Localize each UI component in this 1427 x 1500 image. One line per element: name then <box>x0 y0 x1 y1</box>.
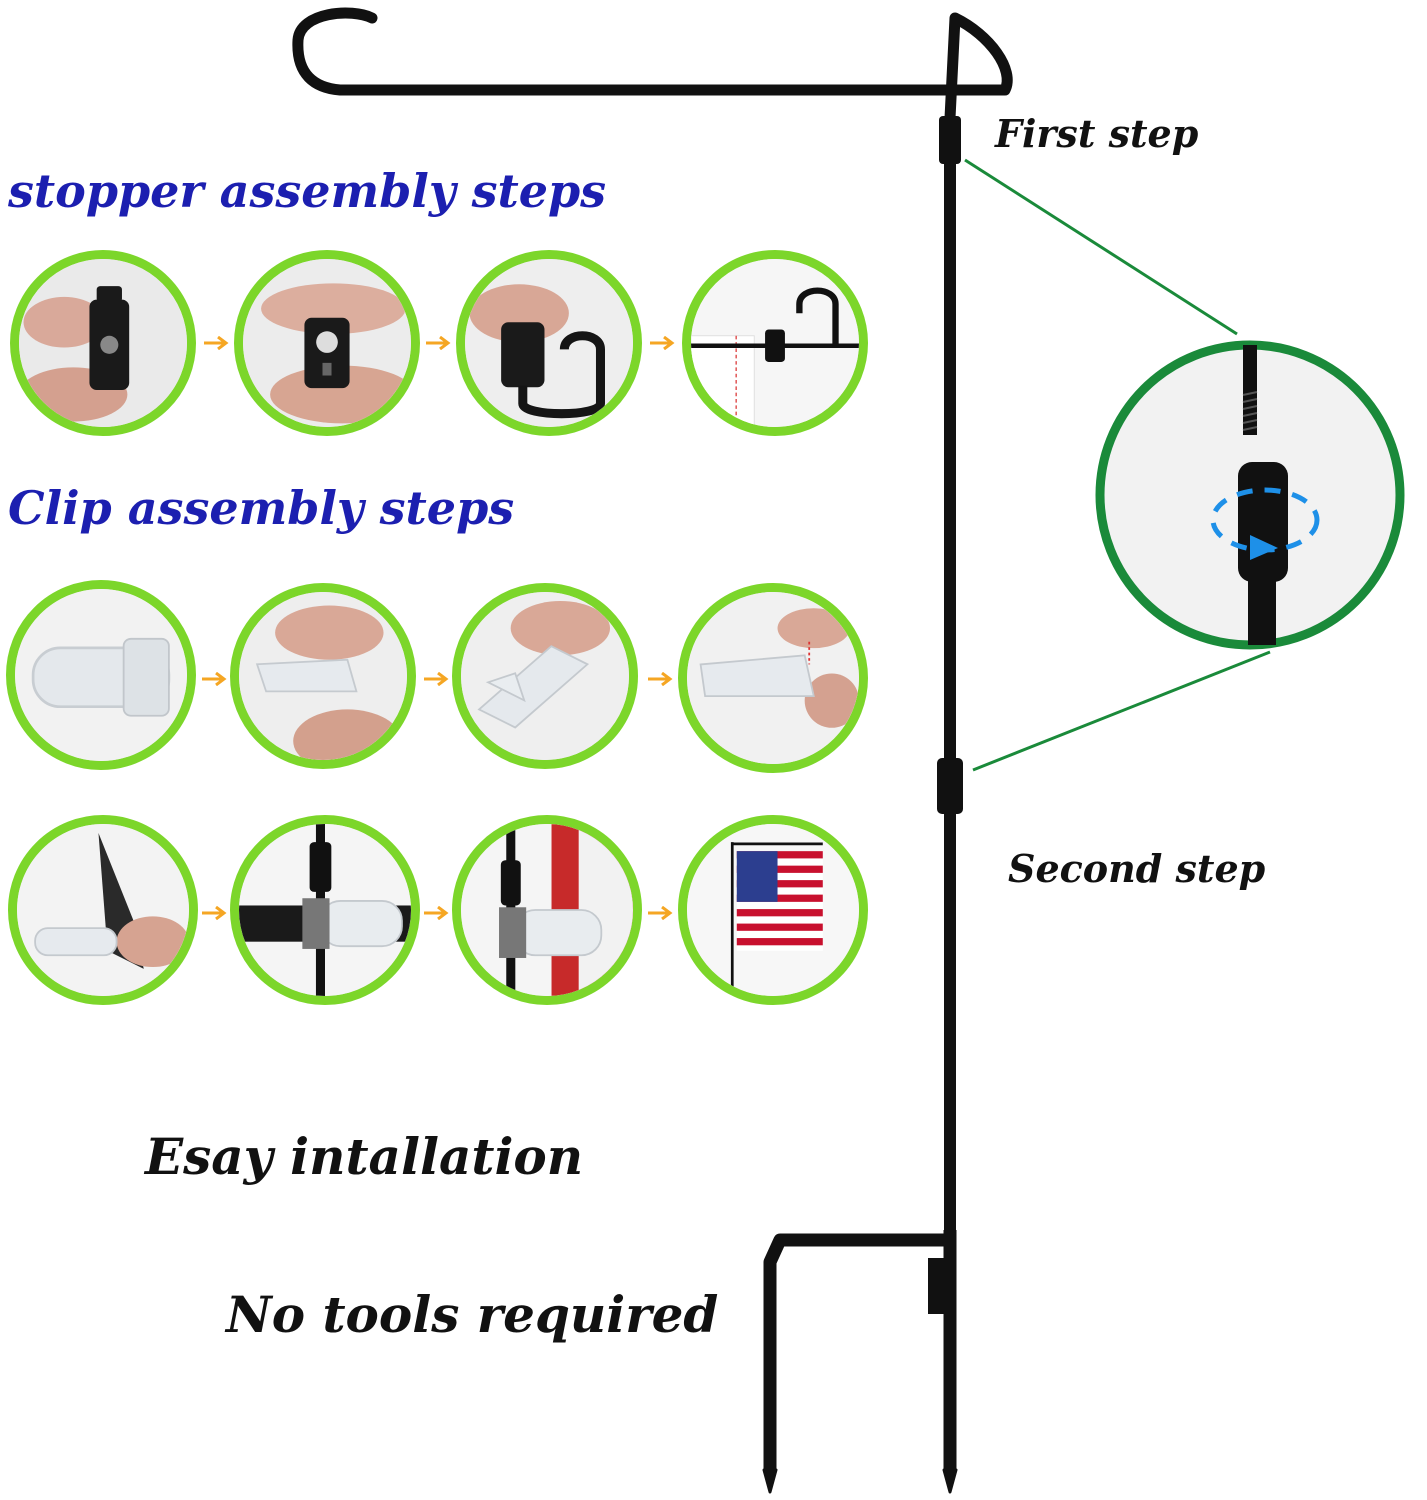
connector-detail-magnifier <box>1095 340 1405 650</box>
chevron-right-icon <box>202 906 227 920</box>
stopper-step-2-photo <box>234 250 420 436</box>
pole-stake-base <box>762 1230 958 1494</box>
clip-step-3-photo <box>452 583 638 769</box>
chevron-right-icon <box>202 672 227 686</box>
american-flag-icon <box>736 851 823 951</box>
middle-connector <box>937 758 963 814</box>
callout-lines <box>964 158 1271 772</box>
no-tools-text: No tools required <box>226 1285 719 1344</box>
clip-step-6-photo <box>230 815 420 1005</box>
clip-steps-heading: Clip assembly steps <box>8 481 515 535</box>
easy-installation-text: Esay intallation <box>145 1127 584 1186</box>
lower-pole-section <box>944 812 956 1232</box>
chevron-right-icon <box>204 336 229 350</box>
upper-pole-section <box>944 160 956 760</box>
stopper-step-4-photo <box>682 250 868 436</box>
chevron-right-icon <box>424 672 449 686</box>
second-step-label: Second step <box>1008 846 1266 891</box>
first-step-label: First step <box>995 111 1199 156</box>
stopper-step-3-photo <box>456 250 642 436</box>
clip-step-8-photo <box>678 815 868 1005</box>
clip-step-4-photo <box>678 583 868 773</box>
top-connector <box>939 116 961 164</box>
clip-step-1-photo <box>6 580 196 770</box>
chevron-right-icon <box>648 672 673 686</box>
clip-step-2-photo <box>230 583 416 769</box>
stopper-steps-heading: stopper assembly steps <box>8 164 607 218</box>
chevron-right-icon <box>424 906 449 920</box>
chevron-right-icon <box>650 336 675 350</box>
pole-top-arm <box>292 7 1013 124</box>
stopper-step-1-photo <box>10 250 196 436</box>
chevron-right-icon <box>426 336 451 350</box>
chevron-right-icon <box>648 906 673 920</box>
clip-step-7-photo <box>452 815 642 1005</box>
clip-step-5-photo <box>8 815 198 1005</box>
